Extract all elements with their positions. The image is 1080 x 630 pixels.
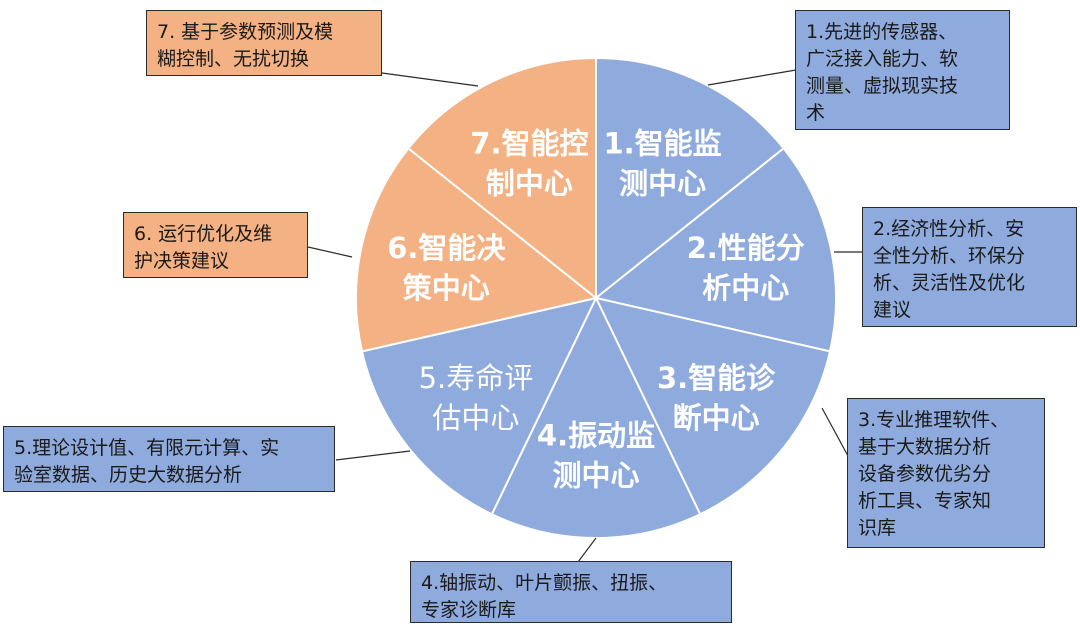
leader-line-6 [307, 246, 353, 258]
note-performance-analysis: 2.经济性分析、安 全性分析、环保分 析、灵活性及优化 建议 [862, 207, 1077, 327]
slice-label-1-line1: 1.智能监 [603, 127, 721, 161]
slice-label-4-line1: 4.振动监 [537, 419, 655, 453]
slice-label-5-line2: 估中心 [432, 401, 519, 435]
pie-slice-2 [593, 146, 837, 353]
note-control: 7. 基于参数预测及模 糊控制、无扰切换 [146, 10, 382, 76]
leader-line-7 [381, 72, 479, 87]
pie-slice-3 [594, 296, 832, 516]
slice-label-2-line1: 2.性能分 [687, 231, 805, 265]
note-diagnosis-tools: 3.专业推理软件、 基于大数据分析 设备参数优劣分 析工具、专家知 识库 [847, 398, 1045, 548]
note-life-assessment: 5.理论设计值、有限元计算、实 验室数据、历史大数据分析 [3, 426, 335, 492]
leader-line-5 [335, 450, 411, 461]
leader-line-4 [577, 537, 597, 563]
note-vibration: 4.轴振动、叶片颤振、扭振、 专家诊断库 [410, 561, 732, 623]
pie-slice-1 [595, 56, 786, 301]
leader-line-3 [821, 407, 849, 457]
leader-line-1 [707, 69, 797, 86]
slice-label-2-line2: 析中心 [702, 271, 789, 305]
slice-label-4-line2: 测中心 [552, 459, 639, 493]
slice-label-7-line1: 7.智能控 [470, 127, 588, 161]
slice-label-5-line1: 5.寿命评 [419, 361, 534, 395]
slice-label-6-line1: 6.智能决 [387, 231, 506, 265]
note-decision: 6. 运行优化及维 护决策建议 [123, 212, 308, 278]
slice-label-3-line1: 3.智能诊 [657, 361, 776, 395]
pie-slice-7 [406, 56, 597, 301]
pie-slice-5 [360, 296, 598, 516]
pie-slice-6 [355, 146, 599, 353]
slice-label-6-line2: 策中心 [403, 271, 490, 305]
slice-label-3-line2: 断中心 [673, 401, 760, 435]
slice-label-1-line2: 测中心 [619, 167, 706, 201]
note-sensing: 1.先进的传感器、 广泛接入能力、软 测量、虚拟现实技 术 [795, 10, 1010, 130]
pie-slice-4 [490, 295, 702, 539]
slice-label-7-line2: 制中心 [486, 167, 573, 201]
